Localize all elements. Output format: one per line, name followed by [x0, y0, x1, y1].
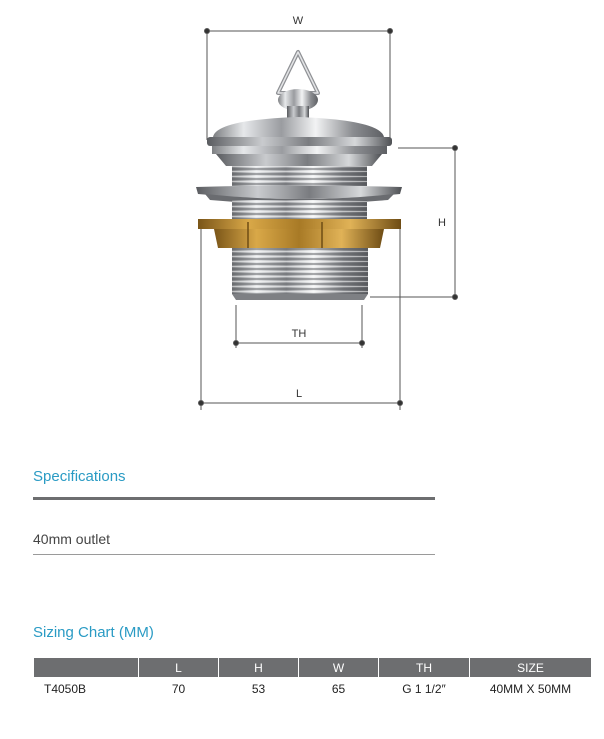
sizing-chart-heading: Sizing Chart (MM) — [33, 624, 154, 641]
cell-w: 65 — [331, 682, 346, 696]
specifications-heading: Specifications — [33, 468, 126, 485]
product-dimension-drawing: W H TH L — [196, 15, 458, 410]
cell-th: G 1 1/2″ — [402, 682, 446, 696]
header-cell-size: SIZE — [470, 658, 591, 677]
cell-model: T4050B — [44, 682, 87, 696]
specifications-divider — [33, 497, 435, 500]
header-cell-model — [34, 658, 138, 677]
height-label: H — [438, 217, 446, 229]
header-cell-h: H — [219, 658, 298, 677]
header-cell-w: W — [299, 658, 378, 677]
length-label: L — [296, 388, 302, 400]
table-row: T4050B 70 53 65 G 1 1/2″ 40MM X 50MM — [34, 677, 591, 701]
height-dimension — [370, 145, 458, 300]
sizing-chart-table: L H W TH SIZE T4050B 70 53 65 G 1 1/2″ 4… — [33, 658, 592, 701]
cell-l: 70 — [171, 682, 186, 696]
width-label: W — [293, 15, 304, 27]
waste-fitting-illustration — [196, 50, 402, 300]
cell-h: 53 — [251, 682, 266, 696]
header-cell-th: TH — [379, 658, 469, 677]
specification-item-divider — [33, 554, 435, 555]
specification-item: 40mm outlet — [33, 531, 111, 547]
thread-dimension — [233, 305, 365, 348]
length-dimension — [198, 228, 403, 410]
cell-size: 40MM X 50MM — [489, 682, 572, 696]
thread-label: TH — [292, 328, 307, 340]
header-cell-l: L — [139, 658, 218, 677]
width-dimension — [204, 28, 393, 140]
sizing-chart-header-row: L H W TH SIZE — [34, 658, 591, 677]
